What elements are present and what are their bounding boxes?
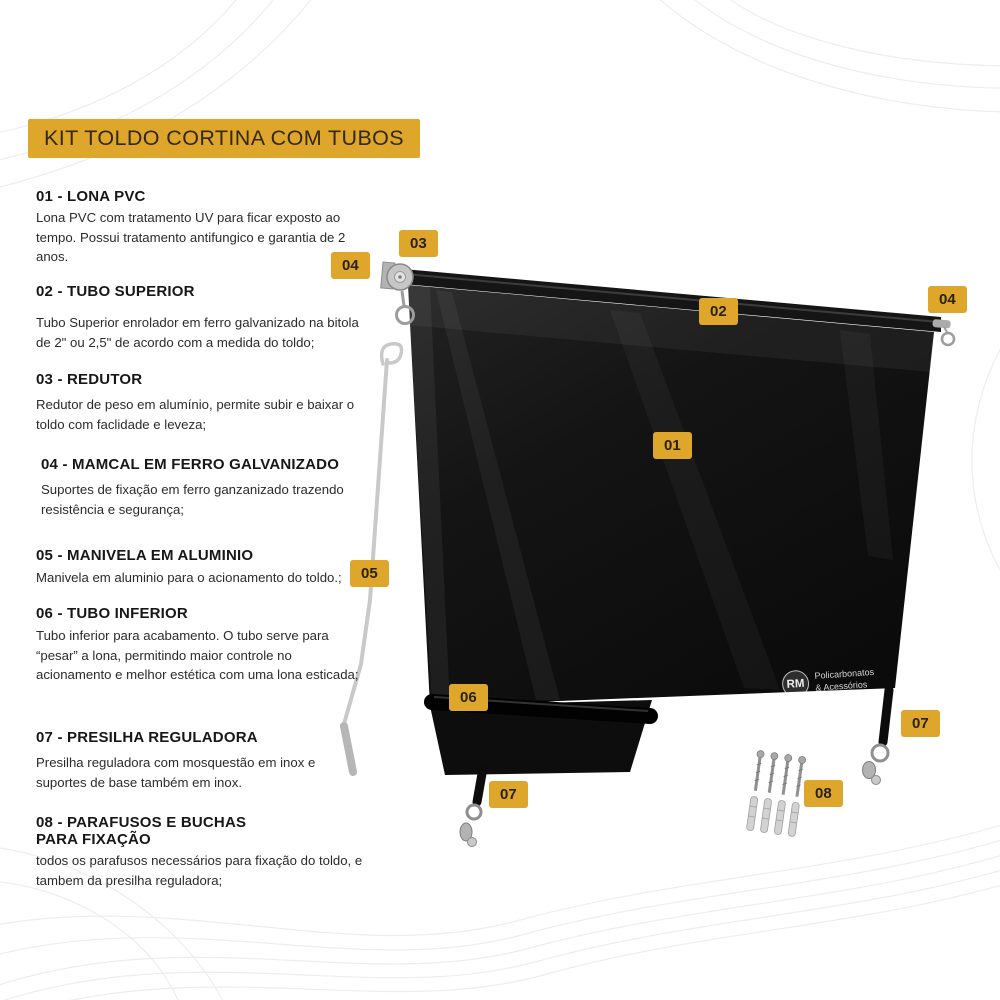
- callout-01-lona: 01: [653, 432, 692, 460]
- section-heading: 06 - TUBO INFERIOR: [36, 605, 188, 622]
- section-manivela: 05 - MANIVELA EM ALUMINIO Manivela em al…: [36, 547, 368, 588]
- section-heading: 01 - LONA PVC: [36, 188, 146, 205]
- callout-06-tubo-inferior: 06: [449, 684, 488, 712]
- section-tubo-inferior: 06 - TUBO INFERIOR Tubo inferior para ac…: [36, 605, 368, 685]
- section-body: Lona PVC com tratamento UV para ficar ex…: [36, 210, 346, 265]
- section-heading: 05 - MANIVELA EM ALUMINIO: [36, 547, 254, 564]
- section-body: Tubo inferior para acabamento. O tubo se…: [36, 628, 359, 683]
- page-title: KIT TOLDO CORTINA COM TUBOS: [28, 119, 421, 158]
- callout-08-parafusos: 08: [804, 780, 843, 808]
- section-parafusos: 08 - PARAFUSOS E BUCHAS PARA FIXAÇÃO tod…: [36, 814, 368, 890]
- section-redutor: 03 - REDUTOR Redutor de peso em alumínio…: [36, 371, 368, 434]
- brand-logo: RM: [781, 669, 810, 699]
- section-body: todos os parafusos necessários para fixa…: [36, 853, 363, 888]
- callout-04-mamcal-right: 04: [928, 286, 967, 314]
- section-mamcal: 04 - MAMCAL EM FERRO GALVANIZADO Suporte…: [36, 456, 368, 519]
- callout-02-tubo-superior: 02: [699, 298, 738, 326]
- section-heading: 03 - REDUTOR: [36, 371, 143, 388]
- section-presilha: 07 - PRESILHA REGULADORA Presilha regula…: [36, 729, 368, 792]
- section-body: Presilha reguladora com mosquestão em in…: [36, 755, 316, 790]
- brand-name: Policarbonatos & Acessórios: [814, 667, 875, 694]
- callout-05-manivela: 05: [350, 560, 389, 588]
- section-heading: 08 - PARAFUSOS E BUCHAS PARA FIXAÇÃO: [36, 814, 247, 848]
- section-tubo-superior: 02 - TUBO SUPERIOR Tubo Superior enrolad…: [36, 283, 368, 352]
- section-heading: 07 - PRESILHA REGULADORA: [36, 729, 258, 746]
- callout-03-redutor: 03: [399, 230, 438, 258]
- section-heading: 02 - TUBO SUPERIOR: [36, 283, 195, 300]
- section-body: Suportes de fixação em ferro ganzanizado…: [41, 482, 344, 517]
- callout-07-presilha-left: 07: [489, 781, 528, 809]
- section-heading: 04 - MAMCAL EM FERRO GALVANIZADO: [41, 456, 340, 473]
- section-body: Redutor de peso em alumínio, permite sub…: [36, 397, 355, 432]
- section-body: Manivela em aluminio para o acionamento …: [36, 570, 342, 585]
- callout-04-mamcal-left: 04: [331, 252, 370, 280]
- section-lona-pvc: 01 - LONA PVC Lona PVC com tratamento UV…: [36, 188, 368, 267]
- section-body: Tubo Superior enrolador em ferro galvani…: [36, 315, 359, 350]
- callout-07-presilha-right: 07: [901, 710, 940, 738]
